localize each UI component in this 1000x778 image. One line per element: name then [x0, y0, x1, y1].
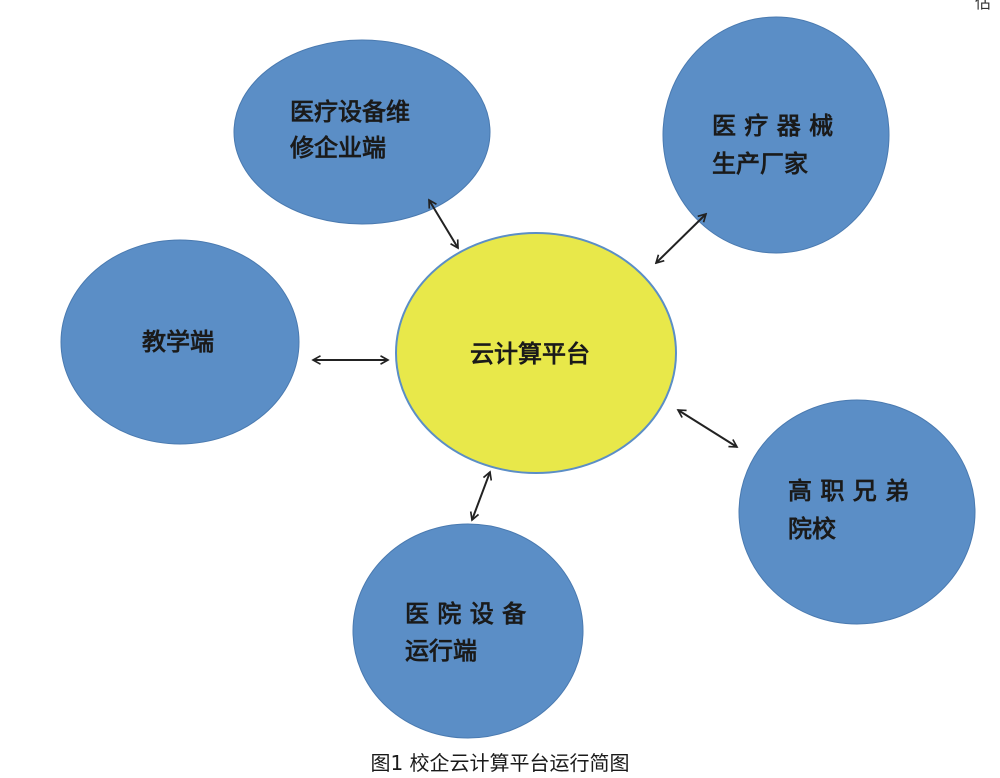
node-maintenance-label-2: 修企业端 — [289, 134, 386, 162]
node-manufacturer: 医 疗 器 械 生产厂家 — [662, 16, 890, 254]
node-colleges-label-2: 院校 — [788, 515, 837, 543]
node-hospital-shape — [352, 523, 584, 739]
figure-caption: 图1 校企云计算平台运行简图 — [370, 751, 629, 775]
center-node-label: 云计算平台 — [470, 340, 590, 368]
arrow-hospital-center — [472, 472, 490, 520]
node-manufacturer-shape — [662, 16, 890, 254]
node-hospital-label-2: 运行端 — [405, 637, 477, 665]
node-hospital-label-1: 医 院 设 备 — [405, 600, 527, 628]
node-teaching-shape — [60, 239, 300, 445]
node-maintenance-label-1: 医疗设备维 — [290, 98, 410, 126]
node-teaching-label-1: 教学端 — [142, 328, 214, 356]
center-node-shape — [395, 232, 677, 474]
arrow-manufacturer-center — [656, 214, 706, 263]
arrow-maintenance-center — [429, 200, 458, 248]
arrow-colleges-center — [678, 410, 737, 447]
center-node: 云计算平台 — [395, 232, 677, 474]
corner-mark: 估 — [975, 0, 991, 12]
node-manufacturer-label-1: 医 疗 器 械 — [712, 112, 833, 140]
node-colleges-shape — [738, 399, 976, 625]
node-maintenance-shape — [233, 39, 491, 225]
node-hospital: 医 院 设 备 运行端 — [352, 523, 584, 739]
node-manufacturer-label-2: 生产厂家 — [712, 150, 808, 178]
node-maintenance: 医疗设备维 修企业端 — [233, 39, 491, 225]
node-teaching: 教学端 — [60, 239, 300, 445]
node-colleges: 高 职 兄 弟 院校 — [738, 399, 976, 625]
node-colleges-label-1: 高 职 兄 弟 — [788, 477, 909, 505]
